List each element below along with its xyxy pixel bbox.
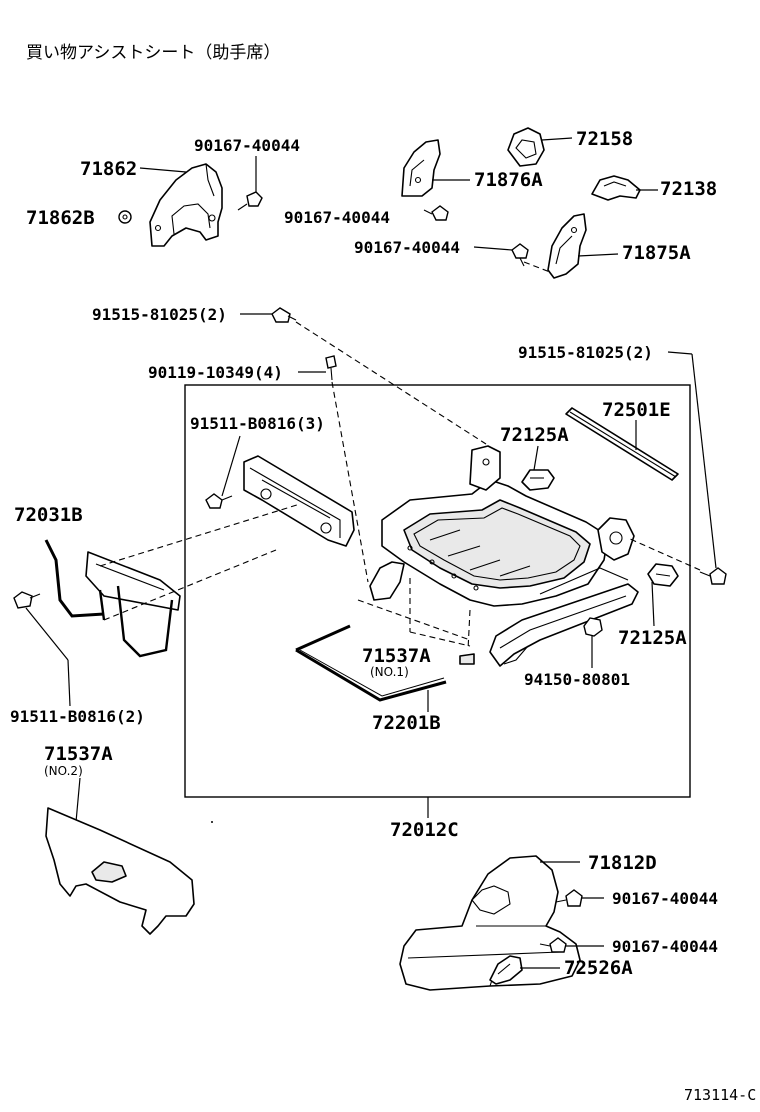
right-rail-drawing bbox=[489, 583, 639, 667]
label-91515-l: 91515-81025(2) bbox=[92, 305, 227, 324]
rod-72501e-drawing bbox=[565, 407, 679, 481]
clip-72125a-top-drawing bbox=[521, 469, 555, 491]
label-71537a-2-note: (NO.2) bbox=[44, 764, 83, 778]
label-71812d: 71812D bbox=[588, 852, 657, 874]
label-94150: 94150-80801 bbox=[524, 670, 630, 689]
label-71862: 71862 bbox=[80, 158, 137, 180]
pad-71537a-1-drawing bbox=[459, 653, 475, 665]
label-91511-2: 91511-B0816(2) bbox=[10, 707, 145, 726]
label-71876a: 71876A bbox=[474, 169, 543, 191]
label-72526a: 72526A bbox=[564, 957, 633, 979]
label-72158: 72158 bbox=[576, 128, 633, 150]
diagram-title: 買い物アシストシート（助手席） bbox=[26, 43, 280, 63]
cover-72526a-drawing bbox=[489, 955, 523, 985]
bolt-90167-c-drawing bbox=[511, 243, 529, 267]
label-72012c: 72012C bbox=[390, 819, 459, 841]
clip-71862b-drawing bbox=[118, 210, 132, 224]
pad-71537a-2-drawing bbox=[45, 807, 195, 935]
cover-71862-drawing bbox=[149, 163, 223, 247]
bolt-90167-e-drawing bbox=[539, 937, 567, 953]
stray-dot bbox=[211, 821, 213, 823]
label-71537a-2: 71537A bbox=[44, 743, 113, 765]
label-90119: 90119-10349(4) bbox=[148, 363, 283, 382]
label-71862b: 71862B bbox=[26, 207, 95, 229]
label-90167-e: 90167-40044 bbox=[612, 937, 718, 956]
part-72138-drawing bbox=[591, 175, 641, 201]
label-91511-3: 91511-B0816(3) bbox=[190, 414, 325, 433]
bolt-90119-drawing bbox=[325, 355, 337, 381]
label-90167-a: 90167-40044 bbox=[194, 136, 300, 155]
label-72031b: 72031B bbox=[14, 504, 83, 526]
label-71537a-1: 71537A bbox=[362, 645, 431, 667]
label-71875a: 71875A bbox=[622, 242, 691, 264]
label-72501e: 72501E bbox=[602, 399, 671, 421]
label-91515-r: 91515-81025(2) bbox=[518, 343, 653, 362]
bolt-91511-2-drawing bbox=[13, 591, 41, 609]
left-rail-drawing bbox=[243, 455, 355, 547]
bolt-90167-a-drawing bbox=[237, 191, 263, 211]
clip-72125a-right-drawing bbox=[647, 563, 679, 587]
label-72125a-top: 72125A bbox=[500, 424, 569, 446]
frame-72031b-drawing bbox=[44, 539, 181, 658]
label-72138: 72138 bbox=[660, 178, 717, 200]
part-72158-drawing bbox=[507, 127, 545, 167]
bolt-90167-d-drawing bbox=[555, 889, 583, 907]
bracket-71876a-drawing bbox=[401, 139, 441, 197]
label-72125a-right: 72125A bbox=[618, 627, 687, 649]
diagram-code: 713114-C bbox=[684, 1086, 756, 1104]
assembly-72012c-box bbox=[184, 384, 691, 798]
label-90167-b: 90167-40044 bbox=[284, 208, 390, 227]
shield-71812d-drawing bbox=[399, 855, 581, 991]
bolt-91511-3-drawing bbox=[205, 493, 233, 509]
bolt-91515-r-drawing bbox=[699, 567, 727, 585]
bolt-90167-b-drawing bbox=[423, 205, 449, 221]
label-90167-d: 90167-40044 bbox=[612, 889, 718, 908]
label-72201b: 72201B bbox=[372, 712, 441, 734]
seat-frame-drawing bbox=[369, 445, 635, 607]
wire-72201b-drawing bbox=[295, 624, 447, 702]
nut-94150-drawing bbox=[583, 617, 603, 637]
label-71537a-1-note: (NO.1) bbox=[370, 665, 409, 679]
bolt-91515-l-drawing bbox=[271, 307, 297, 323]
label-90167-c: 90167-40044 bbox=[354, 238, 460, 257]
bracket-71875a-drawing bbox=[547, 213, 587, 279]
